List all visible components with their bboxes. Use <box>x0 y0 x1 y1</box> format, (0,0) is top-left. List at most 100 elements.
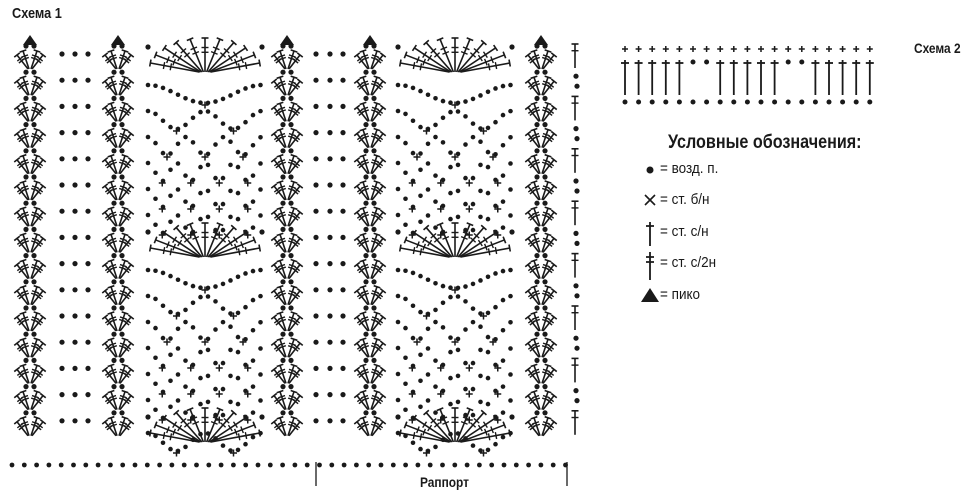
chain-dot-icon <box>228 214 233 220</box>
chain-dot-icon <box>292 462 298 468</box>
stitch-bar-icon <box>494 246 498 255</box>
stitch-top-icon <box>524 366 532 373</box>
stitch-stem-icon <box>110 365 118 384</box>
stitch-stem-icon <box>542 185 555 201</box>
scheme-1-title: Схема 1 <box>12 5 62 22</box>
chain-dot-icon <box>690 99 696 105</box>
stitch-top-icon <box>276 49 284 53</box>
stitch-bar-icon <box>109 266 118 270</box>
single-crochet-icon <box>244 364 252 372</box>
stitch-stem-icon <box>288 185 301 201</box>
chain-dot-icon <box>288 305 294 311</box>
chain-dot-icon <box>463 299 468 304</box>
chain-dot-icon <box>168 352 173 358</box>
stitch-bar-icon <box>288 159 296 163</box>
single-crochet-icon <box>494 179 502 187</box>
stitch-top-icon <box>296 419 304 425</box>
stitch-stem-icon <box>527 80 540 96</box>
stitch-bar-icon <box>172 58 177 66</box>
stitch-bar-icon <box>119 290 127 294</box>
stitch-stem-icon <box>542 159 555 175</box>
stitch-bar-icon <box>21 161 30 166</box>
stitch-top-icon <box>270 314 278 320</box>
chain-dot-icon <box>313 103 319 109</box>
stitch-top-icon <box>544 311 552 315</box>
stitch-stem-icon <box>455 38 471 73</box>
chain-dot-icon <box>485 334 491 340</box>
chain-dot-icon <box>403 325 408 331</box>
stitch-bar-icon <box>278 371 287 375</box>
single-crochet-icon <box>690 46 696 52</box>
stitch-bar-icon <box>30 397 39 401</box>
stitch-top-icon <box>379 419 387 425</box>
chain-dot-icon <box>340 418 346 424</box>
chain-dot-icon <box>313 234 319 240</box>
stitch-top-icon <box>230 224 237 231</box>
chain-dot-icon <box>542 357 548 363</box>
stitch-top-icon <box>121 363 129 368</box>
stitch-top-icon <box>33 337 41 342</box>
chain-dot-icon <box>327 287 333 293</box>
single-crochet-icon <box>437 205 445 213</box>
stitch-bar-icon <box>183 422 191 428</box>
double-crochet-icon <box>646 222 654 246</box>
single-crochet-icon <box>163 338 171 346</box>
chain-dot-icon <box>220 319 226 325</box>
stitch-bar-icon <box>278 161 287 166</box>
stitch-bar-icon <box>118 56 127 61</box>
stitch-top-icon <box>296 288 304 294</box>
stitch-bar-icon <box>212 231 220 236</box>
chain-dot-icon <box>500 112 506 118</box>
stitch-stem-icon <box>30 103 38 122</box>
chain-dot-icon <box>327 156 333 162</box>
chain-dot-icon <box>440 362 446 368</box>
stitch-top-icon <box>353 366 361 373</box>
chain-dot-icon <box>119 410 125 416</box>
stitch-bar-icon <box>370 371 379 375</box>
stitch-top-icon <box>19 49 27 53</box>
chain-dot-icon <box>690 59 696 65</box>
chain-dot-icon <box>250 297 256 303</box>
stitch-top-icon <box>502 51 507 59</box>
stitch-bar-icon <box>427 54 433 62</box>
stitch-bar-icon <box>30 109 39 113</box>
chain-dot-icon <box>508 267 513 273</box>
stitch-stem-icon <box>279 76 287 96</box>
chain-dot-icon <box>395 229 401 235</box>
single-crochet-icon <box>187 390 195 398</box>
stitch-top-icon <box>403 236 408 244</box>
stitch-top-icon <box>121 75 129 80</box>
chain-dot-icon <box>455 294 461 299</box>
chain-dot-icon <box>425 187 431 192</box>
chain-dot-icon <box>418 336 423 341</box>
stitch-stem-icon <box>288 316 301 332</box>
stitch-top-icon <box>373 153 381 158</box>
stitch-stem-icon <box>287 312 295 332</box>
chain-dot-icon <box>169 462 175 468</box>
stitch-top-icon <box>127 104 135 111</box>
chain-dot-icon <box>395 82 401 88</box>
stitch-stem-icon <box>208 47 247 73</box>
chain-dot-icon <box>704 59 710 65</box>
chain-dot-icon <box>111 226 117 232</box>
stitch-stem-icon <box>370 181 378 201</box>
stitch-bar-icon <box>541 266 550 270</box>
stitch-top-icon <box>19 75 27 80</box>
chain-dot-icon <box>243 462 249 468</box>
stitch-bar-icon <box>237 433 241 441</box>
chain-dot-icon <box>448 335 453 340</box>
stitch-bar-icon <box>109 237 117 242</box>
stitch-bar-icon <box>172 51 178 58</box>
stitch-bar-icon <box>361 240 370 244</box>
stitch-stem-icon <box>155 54 200 73</box>
chain-dot-icon <box>508 293 513 299</box>
chain-dot-icon <box>534 95 540 101</box>
stitch-bar-icon <box>473 232 480 239</box>
stitch-bar-icon <box>118 187 127 192</box>
chain-dot-icon <box>85 339 91 345</box>
chain-dot-icon <box>418 404 423 410</box>
stitch-stem-icon <box>118 103 126 122</box>
stitch-top-icon <box>436 37 444 42</box>
stitch-bar-icon <box>490 426 494 434</box>
stitch-bar-icon <box>288 237 296 242</box>
